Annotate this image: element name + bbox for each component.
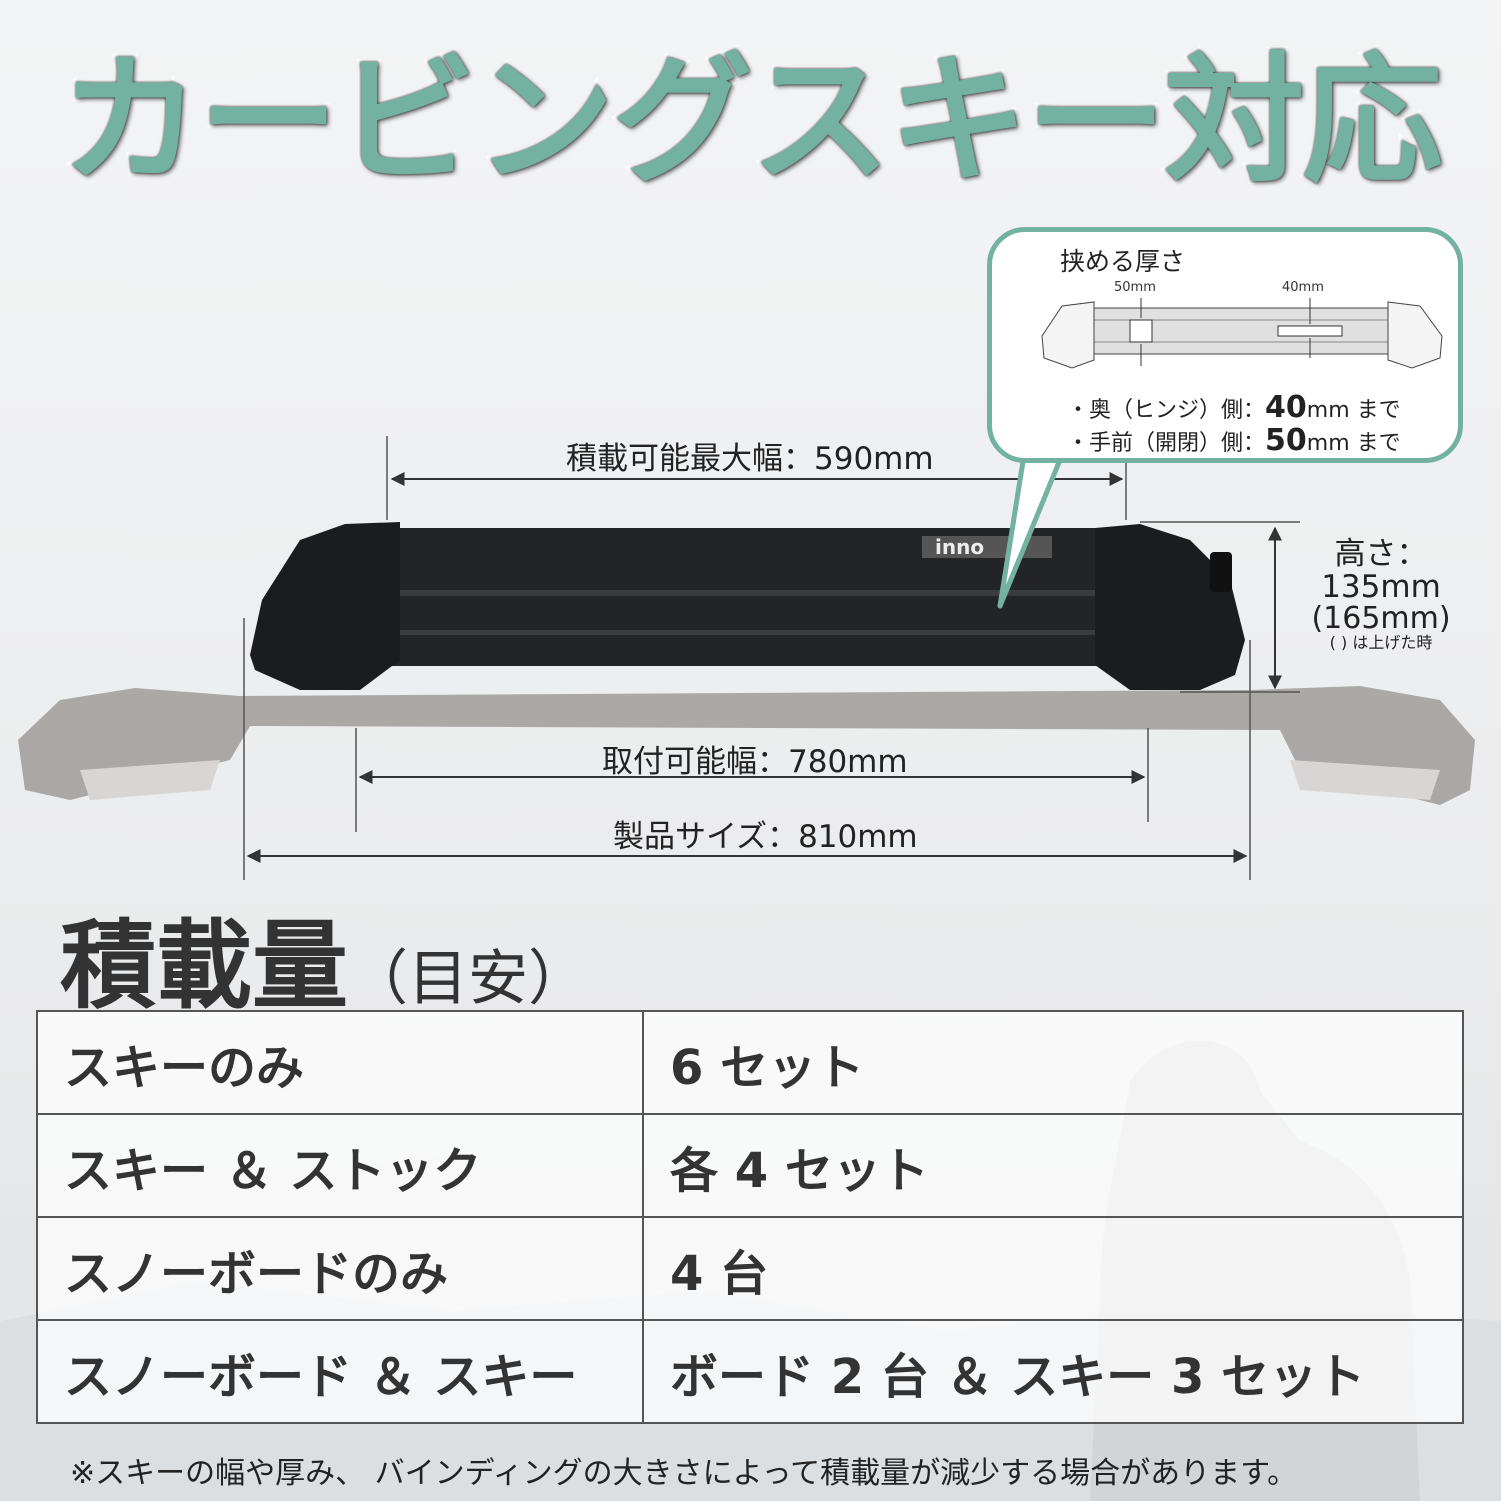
roof-crossbar [18, 686, 1475, 805]
back-side-suffix: mm まで [1306, 398, 1401, 423]
capacity-amount: 4 台 [642, 1216, 1464, 1321]
back-side-prefix: ・奥（ヒンジ）側： [1067, 398, 1266, 423]
front-side-suffix: mm まで [1306, 431, 1401, 456]
footnote: ※スキーの幅や厚み、 バインディングの大きさによって積載量が減少する場合がありま… [70, 1456, 1298, 1491]
height-spec: 高さ： 135mm (165mm) ( ) は上げた時 [1296, 538, 1466, 651]
mini-label-50: 50mm [1114, 280, 1156, 295]
clamp-cross-section [1041, 298, 1443, 369]
max-load-width-label: 積載可能最大幅：590mm [566, 441, 934, 477]
capacity-item: スキー ＆ ストック [36, 1113, 644, 1218]
capacity-amount: 6 セット [642, 1010, 1464, 1115]
table-row: スキー ＆ ストック 各 4 セット [36, 1113, 1464, 1218]
table-row: スキーのみ 6 セット [36, 1010, 1464, 1115]
brand-logo: inno [935, 535, 984, 559]
back-side-value: 40 [1265, 390, 1307, 425]
front-side-prefix: ・手前（開閉）側： [1067, 431, 1266, 456]
mount-width-label: 取付可能幅：780mm [602, 744, 908, 780]
capacity-amount: 各 4 セット [642, 1113, 1464, 1218]
table-row: スノーボードのみ 4 台 [36, 1216, 1464, 1321]
front-side-value: 50 [1265, 423, 1307, 458]
capacity-heading: 積載量（目安） [60, 888, 588, 1027]
rack-body: inno [250, 522, 1245, 690]
height-note: ( ) は上げた時 [1329, 632, 1433, 652]
front-side-spec: ・手前（開閉）側：50mm まで [1067, 423, 1401, 458]
height-raised-value: (165mm) [1311, 601, 1451, 637]
headline: カービングスキー対応 [57, 40, 1445, 203]
back-side-spec: ・奥（ヒンジ）側：40mm まで [1067, 390, 1401, 425]
product-size-label: 製品サイズ：810mm [613, 819, 918, 855]
capacity-item: スノーボード ＆ スキー [36, 1319, 644, 1424]
capacity-title: 積載量 [60, 909, 348, 1022]
capacity-amount: ボード 2 台 ＆ スキー 3 セット [642, 1319, 1464, 1424]
mini-label-40: 40mm [1282, 280, 1324, 295]
capacity-table: スキーのみ 6 セット スキー ＆ ストック 各 4 セット スノーボードのみ … [36, 1010, 1464, 1424]
height-value: 135mm [1321, 568, 1441, 605]
capacity-item: スノーボードのみ [36, 1216, 644, 1321]
height-label: 高さ： [1334, 536, 1428, 572]
callout-title: 挟める厚さ [1060, 247, 1186, 276]
capacity-subtitle: （目安） [348, 944, 588, 1014]
capacity-item: スキーのみ [36, 1010, 644, 1115]
table-row: スノーボード ＆ スキー ボード 2 台 ＆ スキー 3 セット [36, 1319, 1464, 1424]
clamp-thickness-callout: 挟める厚さ 50mm 40mm ・奥（ヒンジ）側：40mm まで ・手前（開閉）… [987, 227, 1463, 463]
